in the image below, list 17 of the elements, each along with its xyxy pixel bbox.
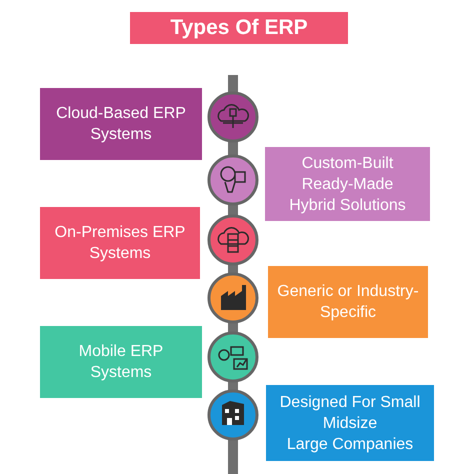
type-card: [40, 207, 200, 279]
card-text: Large Companies: [286, 434, 414, 454]
card-text: Designed For Small: [280, 392, 420, 412]
title-banner: Types Of ERP: [130, 12, 348, 44]
card-text: Cloud-Based ERP Systems: [55, 104, 187, 145]
card-text: Mobile ERP Systems: [78, 342, 164, 383]
type-card: [265, 147, 430, 221]
type-card: [268, 266, 428, 338]
card-text: Midsize: [322, 414, 378, 434]
type-card: [40, 88, 202, 160]
card-text: Generic or Industry-Specific: [276, 282, 420, 323]
card-text: Custom-Built: [302, 154, 394, 174]
card-text: Hybrid Solutions: [289, 196, 406, 216]
type-card: [40, 326, 202, 398]
card-text: On-Premises ERP Systems: [54, 223, 186, 264]
card-text: Ready-Made: [302, 174, 394, 194]
type-card: [266, 385, 434, 461]
